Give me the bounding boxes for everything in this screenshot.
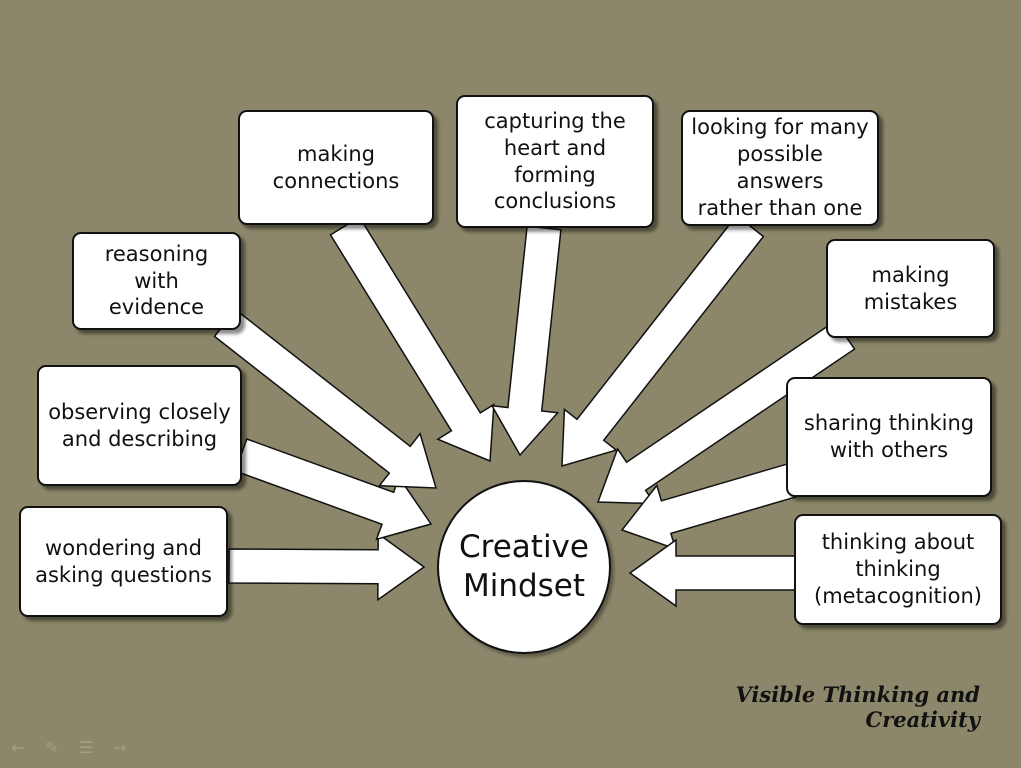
node-sharing: sharing thinking with others [786,377,992,497]
node-mistakes: making mistakes [826,239,995,338]
node-reasoning: reasoning with evidence [72,232,241,330]
node-many-answers: looking for many possible answers rather… [681,110,879,226]
node-metacognition: thinking about thinking (metacognition) [794,514,1002,625]
arrow-to-center-5 [490,225,562,457]
menu-icon[interactable]: ☰ [78,738,94,757]
node-label: looking for many possible answers rather… [691,115,869,220]
node-label: observing closely and describing [48,399,231,451]
node-label: making connections [272,141,400,193]
node-label: reasoning with evidence [104,241,209,320]
arrow-left-icon[interactable]: ← [11,738,25,757]
node-label: wondering and asking questions [35,535,212,587]
node-observing: observing closely and describing [37,365,242,486]
node-connections: making connections [238,110,434,225]
arrow-to-center-8 [620,460,806,550]
arrow-to-center-3 [213,308,438,489]
node-label: sharing thinking with others [803,411,975,462]
footer-title: Visible Thinking and Creativity [735,682,980,732]
node-label: capturing the heart and forming conclusi… [484,108,626,214]
slide-nav: ← ✎ ☰ → [8,738,130,757]
arrow-to-center-1 [228,532,426,602]
center-node-creative-mindset: Creative Mindset [437,480,611,654]
arrow-to-center-4 [329,216,495,463]
arrow-to-center-2 [234,438,433,541]
node-capturing: capturing the heart and forming conclusi… [456,95,654,228]
arrow-to-center-6 [561,214,765,468]
node-label: making mistakes [863,262,958,314]
pen-icon[interactable]: ✎ [45,738,59,757]
arrow-to-center-7 [596,319,856,505]
arrow-right-icon[interactable]: → [113,738,127,757]
center-label: Creative Mindset [459,529,589,604]
node-wondering: wondering and asking questions [19,506,228,617]
node-label: thinking about thinking (metacognition) [814,530,982,608]
arrow-to-center-9 [628,538,801,608]
